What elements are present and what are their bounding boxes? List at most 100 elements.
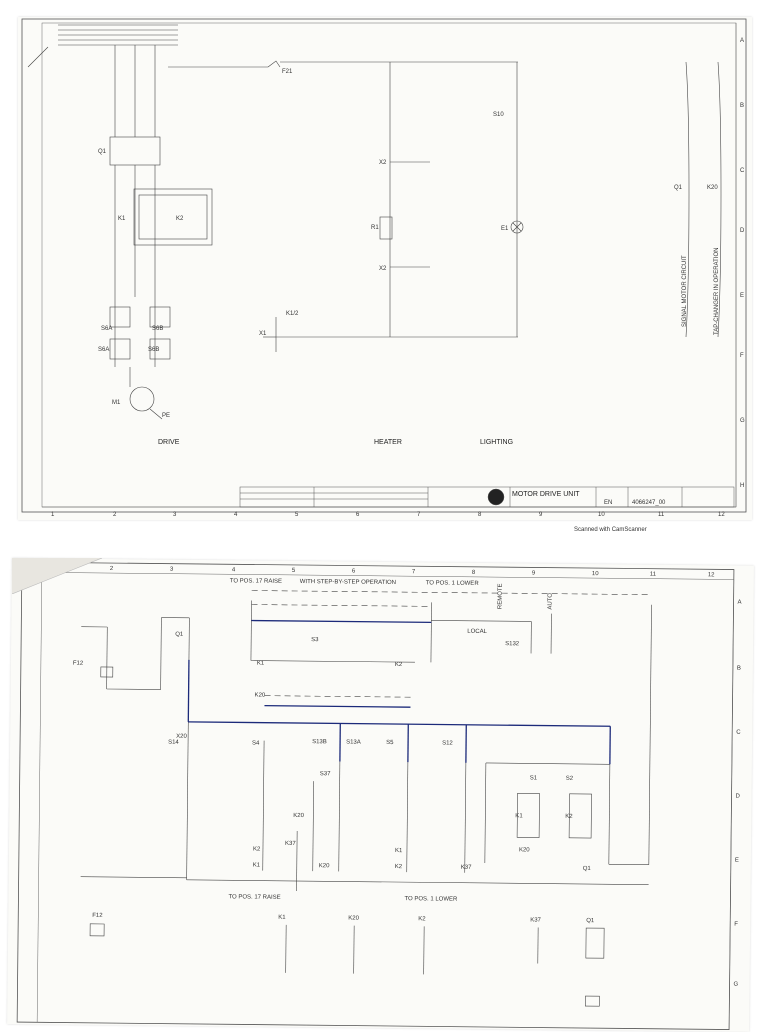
svg-text:6: 6 [356, 512, 360, 518]
svg-text:S12: S12 [442, 741, 453, 747]
svg-text:E: E [735, 858, 739, 864]
svg-text:G: G [734, 982, 739, 988]
svg-text:K2: K2 [565, 814, 573, 820]
svg-text:S4: S4 [252, 741, 260, 747]
scanner-caption: Scanned with CamScanner [574, 527, 647, 533]
svg-text:12: 12 [708, 572, 715, 578]
svg-text:K1: K1 [118, 216, 126, 222]
footer-raise-label: TO POS. 17 RAISE [228, 894, 280, 901]
svg-text:K2: K2 [395, 662, 403, 668]
svg-text:6: 6 [352, 569, 356, 575]
svg-text:X1: X1 [259, 331, 267, 337]
sheet-2-column-numbers: 2 3 4 5 6 7 8 9 10 11 12 [110, 566, 715, 578]
svg-text:3: 3 [173, 512, 177, 518]
svg-text:K1: K1 [257, 661, 265, 667]
svg-text:H: H [740, 483, 744, 489]
sheet-1-row-letters: A B C D E F G H [740, 38, 745, 489]
sheet-1-component-labels: F21 Q1 K1 K2 S6A S6B S6A S6B M1 PE S10 R… [98, 69, 718, 419]
svg-text:9: 9 [532, 570, 536, 576]
svg-text:C: C [740, 168, 745, 174]
section-heater-label: HEATER [374, 439, 402, 446]
title-block-title: MOTOR DRIVE UNIT [512, 491, 580, 498]
svg-text:Q1: Q1 [586, 918, 595, 924]
svg-text:4: 4 [234, 512, 238, 518]
svg-text:K1: K1 [253, 863, 261, 869]
control-circuit-wiring [79, 599, 652, 895]
header-lower-label: TO POS. 1 LOWER [426, 580, 480, 587]
svg-text:5: 5 [295, 512, 299, 518]
svg-text:M1: M1 [112, 400, 121, 406]
svg-text:K2: K2 [418, 916, 426, 922]
svg-text:S13A: S13A [346, 740, 361, 746]
svg-text:S6A: S6A [101, 326, 112, 332]
svg-text:K37: K37 [530, 917, 541, 923]
svg-text:X2: X2 [379, 160, 387, 166]
svg-text:K1/2: K1/2 [286, 311, 299, 317]
svg-text:S6A: S6A [98, 347, 109, 353]
mechanical-linkage [251, 591, 652, 700]
svg-text:10: 10 [598, 512, 605, 518]
svg-text:8: 8 [472, 570, 476, 576]
section-drive-label: DRIVE [158, 439, 180, 446]
svg-text:REMOTE: REMOTE [497, 583, 503, 609]
svg-text:F21: F21 [282, 69, 293, 75]
svg-text:9: 9 [539, 512, 543, 518]
svg-text:1: 1 [51, 512, 55, 518]
svg-text:D: D [740, 228, 745, 234]
svg-text:S3: S3 [311, 637, 319, 643]
sheet-1-drawing: 1 2 3 4 5 6 7 8 9 10 11 12 A B C D E F G… [18, 17, 752, 520]
svg-text:G: G [740, 418, 745, 424]
schematic-sheet-1: 1 2 3 4 5 6 7 8 9 10 11 12 A B C D E F G… [18, 17, 752, 520]
svg-text:C: C [736, 730, 741, 736]
svg-text:12: 12 [718, 512, 725, 518]
svg-text:S2: S2 [566, 776, 574, 782]
tap-changer-in-operation-label: TAP-CHANGER IN OPERATION [714, 248, 720, 335]
svg-text:K20: K20 [519, 847, 530, 853]
svg-text:F: F [740, 353, 744, 359]
svg-text:3: 3 [170, 567, 174, 573]
drive-circuit [110, 45, 721, 419]
sheet-2-drawing: 2 3 4 5 6 7 8 9 10 11 12 A B C D E F G T… [7, 558, 754, 1032]
supply-bus-lines [28, 25, 178, 67]
svg-text:11: 11 [650, 572, 657, 578]
svg-text:S10: S10 [493, 112, 504, 118]
svg-text:B: B [740, 103, 744, 109]
svg-text:4: 4 [232, 567, 236, 573]
header-step-operation-label: WITH STEP-BY-STEP OPERATION [300, 579, 396, 586]
svg-text:K2: K2 [176, 216, 184, 222]
svg-text:R1: R1 [371, 225, 379, 231]
svg-text:K20: K20 [293, 813, 304, 819]
title-block-language: EN [604, 500, 612, 506]
svg-text:F12: F12 [92, 913, 103, 919]
svg-text:LOCAL: LOCAL [467, 629, 487, 635]
svg-text:K2: K2 [253, 847, 261, 853]
section-lighting-label: LIGHTING [480, 439, 513, 446]
footer-lower-label: TO POS. 1 LOWER [404, 896, 458, 903]
svg-text:7: 7 [417, 512, 421, 518]
svg-text:K37: K37 [285, 841, 296, 847]
svg-text:K20: K20 [255, 693, 266, 699]
svg-text:S132: S132 [505, 641, 520, 647]
svg-text:7: 7 [412, 569, 416, 575]
svg-text:11: 11 [658, 512, 665, 518]
svg-text:K1: K1 [395, 848, 403, 854]
svg-text:2: 2 [110, 566, 114, 572]
svg-text:AUTO: AUTO [547, 593, 553, 610]
svg-text:X2: X2 [379, 266, 387, 272]
signal-motor-circuit-label: SIGNAL MOTOR CIRCUIT [682, 255, 688, 327]
svg-text:A: A [740, 38, 744, 44]
svg-text:S5: S5 [386, 740, 394, 746]
svg-text:S6B: S6B [152, 326, 163, 332]
svg-text:2: 2 [113, 512, 117, 518]
svg-text:8: 8 [478, 512, 482, 518]
contact-legend: F12 K1 K20 K2 K37 Q1 [89, 913, 604, 1006]
svg-text:K2: K2 [395, 864, 403, 870]
svg-text:Q1: Q1 [674, 185, 683, 191]
svg-text:F: F [734, 922, 738, 928]
sheet-2-row-letters: A B C D E F G [734, 600, 743, 988]
svg-text:B: B [737, 666, 741, 672]
svg-text:Q1: Q1 [175, 632, 184, 638]
svg-text:K20: K20 [707, 185, 718, 191]
svg-text:K20: K20 [319, 863, 330, 869]
svg-text:10: 10 [592, 571, 599, 577]
